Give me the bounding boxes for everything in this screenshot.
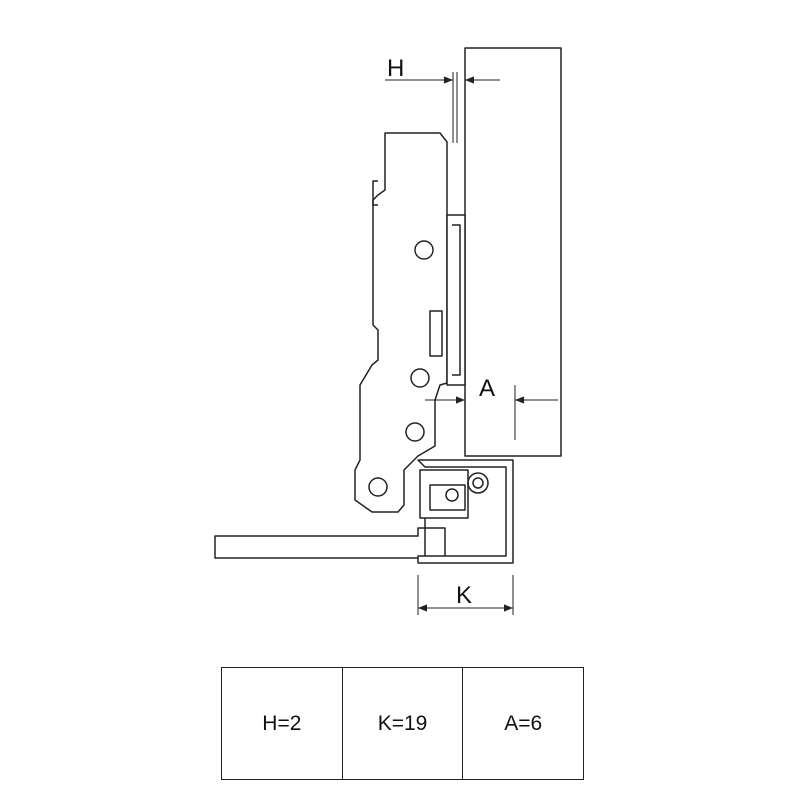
cup-inner (424, 518, 446, 556)
hinge-arm (354, 132, 448, 513)
spec-cell-k: K=19 (343, 668, 464, 779)
dimension-k-label: K (456, 582, 472, 609)
spec-cell-a: A=6 (504, 711, 543, 735)
dimension-a-label: A (479, 375, 495, 402)
spec-table: H=2 K=19 A=6 (221, 667, 584, 780)
spec-cell-h: H=2 (222, 668, 343, 779)
dimension-h (385, 72, 500, 143)
mounting-plate (446, 214, 466, 386)
mounting-slot (452, 224, 461, 376)
cup-screw (467, 472, 489, 494)
door-panel (214, 527, 426, 559)
cup-pin (445, 488, 459, 502)
hinge-cup (417, 459, 514, 564)
dimension-h-label: H (387, 55, 404, 82)
pivot-hole (405, 422, 425, 442)
cup-screw-inner (472, 477, 484, 489)
mounting-block (429, 310, 443, 357)
cabinet-panel (464, 47, 562, 457)
dimension-a (425, 385, 558, 440)
pivot-hole (410, 368, 430, 388)
dimension-k (417, 575, 514, 615)
pivot-hole (368, 477, 388, 497)
hinge-tab (372, 180, 378, 206)
cup-insert (429, 484, 466, 511)
pivot-hole (414, 240, 434, 260)
